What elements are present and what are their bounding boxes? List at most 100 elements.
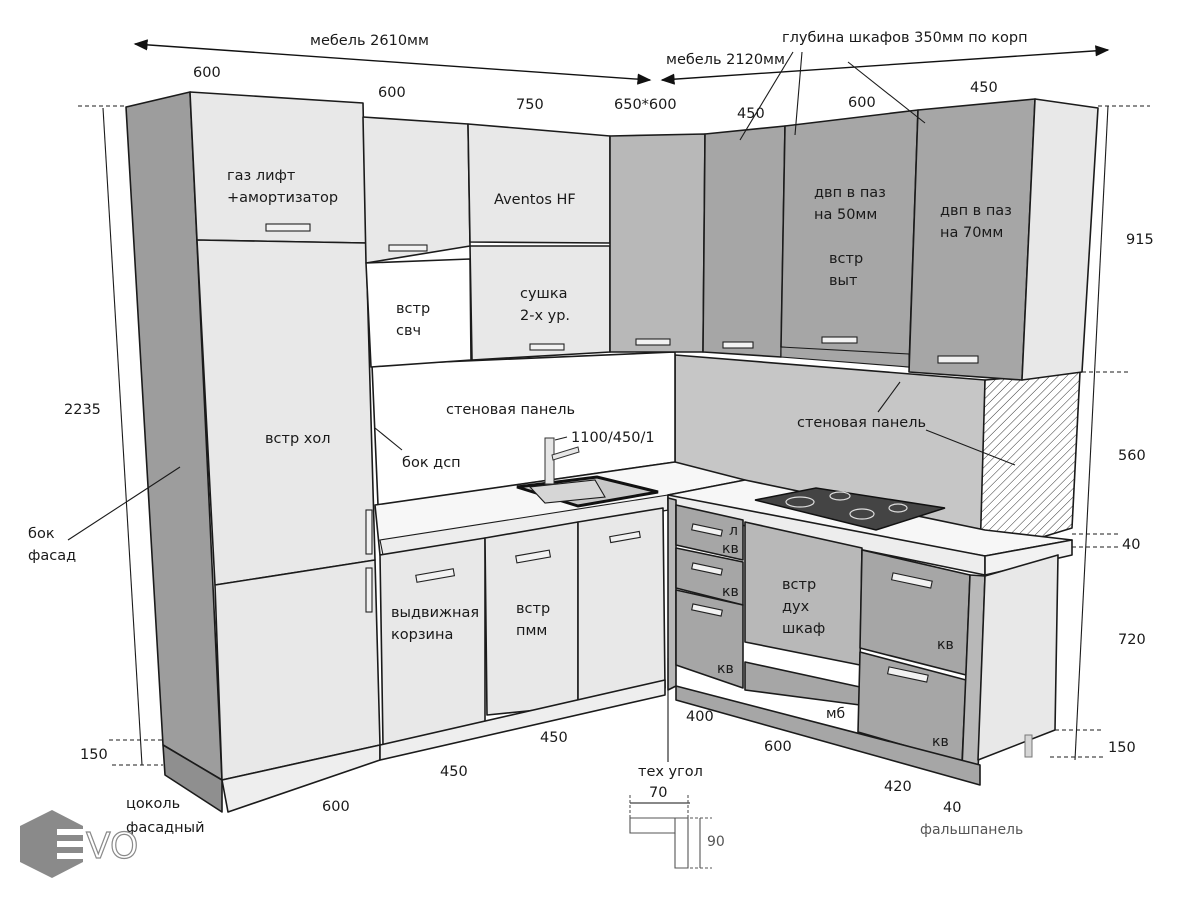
note-tech-corner-w: 70	[649, 785, 667, 801]
handle	[937, 355, 979, 364]
countertop-right-end	[984, 539, 1073, 576]
handle	[821, 336, 858, 344]
dim-left-run	[133, 39, 652, 85]
left-run-label: мебель 2610мм	[310, 33, 429, 49]
handle	[265, 223, 311, 232]
drawer-kv-3[interactable]	[675, 589, 744, 689]
fridge-door[interactable]	[196, 239, 376, 586]
note-drawer-l: л	[729, 523, 738, 539]
logo-text: VO	[86, 826, 138, 867]
note-dishwasher-1: встр	[516, 601, 550, 617]
note-side-facade-1: бок	[28, 526, 55, 542]
width-tall-left: 600	[193, 65, 221, 81]
note-tech-corner-h: 90	[707, 834, 725, 850]
note-hdf70-1: двп в паз	[940, 203, 1012, 219]
handle	[388, 244, 428, 252]
note-drawer-kv-3: кв	[717, 661, 734, 677]
note-false-panel: фальшпанель	[920, 822, 1023, 838]
base-width-1: 450	[440, 764, 468, 780]
note-drawer-kv-r1: кв	[937, 637, 954, 653]
note-plinth-2: фасадный	[126, 820, 205, 836]
height-base: 720	[1118, 632, 1146, 648]
backsplash-hatch	[979, 371, 1081, 557]
note-hood-1: встр	[829, 251, 863, 267]
oven-drawer-mb[interactable]	[744, 661, 861, 706]
height-plinth-left: 150	[80, 747, 108, 763]
tall-lower-door[interactable]	[214, 559, 381, 781]
height-countertop: 40	[1122, 537, 1140, 553]
note-drawer-kv-2: кв	[722, 584, 739, 600]
dishwasher-door[interactable]	[484, 521, 579, 716]
note-drawer-kv-1: кв	[722, 541, 739, 557]
note-plinth-1: цоколь	[126, 796, 180, 812]
note-basket-1: выдвижная	[391, 605, 479, 621]
sink-bowl	[528, 479, 606, 504]
note-dryer-1: сушка	[520, 286, 567, 302]
corner-upper-door[interactable]	[609, 133, 706, 353]
note-hdf50-2: на 50мм	[814, 207, 877, 223]
oven-panel	[744, 521, 863, 666]
note-mb: мб	[826, 706, 845, 722]
handle	[890, 572, 933, 589]
note-aventos: Aventos HF	[494, 192, 576, 208]
microwave-niche	[365, 258, 472, 368]
note-side-facade-2: фасад	[28, 548, 76, 564]
aventos-door[interactable]	[467, 123, 611, 244]
note-dryer-2: 2-х ур.	[520, 308, 570, 324]
note-basket-2: корзина	[391, 627, 453, 643]
height-total: 2235	[64, 402, 101, 418]
note-tech-corner: тех угол	[638, 764, 703, 780]
note-microwave-1: встр	[396, 301, 430, 317]
handle	[515, 549, 552, 564]
leader-wall-panel-r2	[925, 429, 1016, 466]
leader-side-chipboard	[374, 427, 403, 451]
hood-door[interactable]	[780, 109, 919, 368]
evo-logo: VO	[20, 810, 139, 878]
note-hood-2: выт	[829, 273, 858, 289]
logo-hexagon-icon	[20, 810, 83, 878]
note-microwave-2: свч	[396, 323, 421, 339]
note-wall-panel-right: стеновая панель	[797, 415, 926, 431]
cabinet-leg	[1024, 734, 1033, 758]
handle	[365, 567, 373, 613]
note-sink-size: 1100/450/1	[571, 430, 655, 446]
base-width-right-3: 420	[884, 779, 912, 795]
dim-right-run	[660, 45, 1110, 85]
tall-plinth-side	[162, 744, 223, 813]
width-right-1: 450	[737, 106, 765, 122]
tech-corner-profile	[629, 795, 712, 869]
handle	[529, 343, 565, 351]
base-width-tall: 600	[322, 799, 350, 815]
upper-right-side	[1021, 98, 1099, 381]
leader-side-facade	[67, 466, 181, 541]
leader-sink	[554, 436, 568, 441]
width-right-3: 450	[970, 80, 998, 96]
right-run-label: мебель 2120мм	[666, 52, 785, 68]
dim-right-height	[1074, 105, 1109, 761]
note-fridge: встр хол	[265, 431, 331, 447]
base-width-right-1: 400	[686, 709, 714, 725]
handle	[365, 509, 373, 555]
handle	[722, 341, 754, 349]
upper-cabinet-1-door[interactable]	[362, 116, 471, 264]
note-drawer-kv-r2: кв	[932, 734, 949, 750]
base-width-2: 450	[540, 730, 568, 746]
note-wall-panel-left: стеновая панель	[446, 402, 575, 418]
height-plinth-right: 150	[1108, 740, 1136, 756]
leader-depth-2	[794, 51, 803, 136]
right-plinth	[675, 685, 981, 786]
handle	[609, 530, 641, 544]
gas-hob	[754, 487, 946, 531]
leader-wall-panel-r1	[877, 381, 901, 413]
faucet-icon	[544, 437, 555, 485]
upper-right-1-door[interactable]	[702, 125, 786, 358]
note-hdf50-1: двп в паз	[814, 185, 886, 201]
dryer-door[interactable]	[469, 245, 611, 361]
note-dishwasher-2: пмм	[516, 623, 547, 639]
note-gas-lift-2: +амортизатор	[227, 190, 338, 206]
note-oven-2: дух	[782, 599, 810, 615]
height-upper: 915	[1126, 232, 1154, 248]
width-upper-1: 600	[378, 85, 406, 101]
handle	[886, 666, 929, 683]
